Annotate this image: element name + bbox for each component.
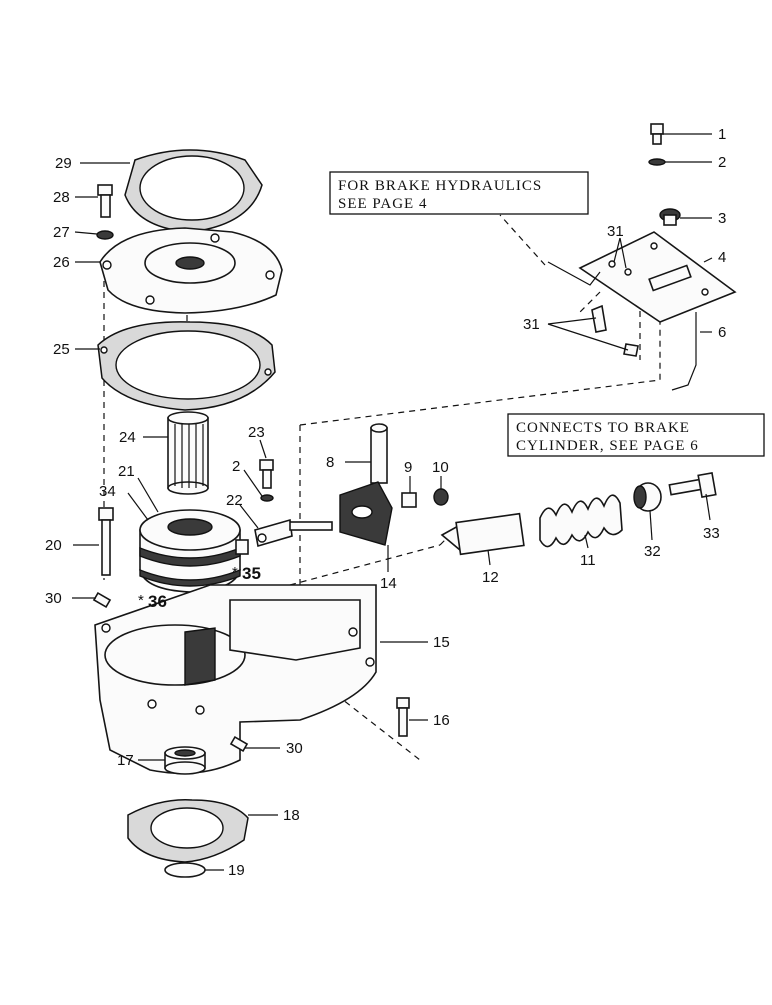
part-31-brackets	[591, 304, 639, 357]
callout-25: 25	[53, 341, 70, 358]
note-brake-cylinder: CONNECTS TO BRAKE CYLINDER, SEE PAGE 6	[507, 413, 765, 457]
callout-29: 29	[55, 155, 72, 172]
part-2-washer-b	[260, 494, 274, 502]
callout-2b: 2	[232, 458, 240, 475]
callout-4: 4	[718, 249, 726, 266]
callout-8: 8	[326, 454, 334, 471]
part-14-lever	[339, 481, 393, 546]
callout-32: 32	[644, 543, 661, 560]
callout-19: 19	[228, 862, 245, 879]
note-cylinder-line2: CYLINDER, SEE PAGE 6	[516, 438, 699, 454]
part-17-bearing	[164, 746, 206, 775]
part-29-gasket	[124, 149, 263, 233]
callout-18: 18	[283, 807, 300, 824]
callout-28: 28	[53, 189, 70, 206]
leader-lines	[72, 133, 713, 871]
callout-36: 36	[148, 592, 167, 611]
part-8-pin	[370, 423, 388, 484]
callout-23: 23	[248, 424, 265, 441]
callout-11: 11	[580, 552, 596, 569]
part-30-screw-upper	[92, 591, 112, 609]
note-brake-hydraulics: FOR BRAKE HYDRAULICS SEE PAGE 4	[329, 171, 589, 215]
callout-3: 3	[718, 210, 726, 227]
callout-30-upper: 30	[45, 590, 62, 607]
part-24-splined-hub	[167, 411, 209, 495]
callout-35: 35	[242, 564, 261, 583]
part-9-bushing	[401, 492, 417, 508]
part-3-cap	[659, 208, 681, 226]
callout-20: 20	[45, 537, 62, 554]
part-6-brake-line	[547, 261, 697, 391]
callout-9: 9	[404, 459, 412, 476]
callout-34: 34	[99, 483, 116, 500]
callout-17: 17	[117, 752, 134, 769]
callout-asterisk-36: *	[138, 592, 144, 609]
part-18-gasket	[127, 799, 249, 863]
callout-labels: 1 2 3 4 6 31 31 29 28 27 26 25 24 23 2 2…	[45, 126, 726, 879]
note-hydraulics-line2: SEE PAGE 4	[338, 196, 427, 212]
part-27-washer	[96, 230, 114, 240]
callout-26: 26	[53, 254, 70, 271]
callout-30-lower: 30	[286, 740, 303, 757]
callout-12: 12	[482, 569, 499, 586]
callout-1: 1	[718, 126, 726, 143]
callout-14: 14	[380, 575, 397, 592]
part-15-housing	[94, 584, 377, 775]
part-25-gasket	[97, 321, 276, 411]
part-28-bolt	[97, 184, 113, 218]
callout-15: 15	[433, 634, 450, 651]
callout-2: 2	[718, 154, 726, 171]
callout-21: 21	[118, 463, 135, 480]
callout-24: 24	[119, 429, 136, 446]
part-4-valve-plate	[578, 231, 737, 323]
part-1-bolt	[650, 123, 664, 145]
part-22-link-rod	[254, 518, 333, 548]
callout-asterisk-35: *	[232, 564, 238, 581]
callout-16: 16	[433, 712, 450, 729]
part-10-nut	[433, 488, 449, 506]
part-33-bolt	[668, 472, 717, 498]
callout-6: 6	[718, 324, 726, 341]
part-26-cover-plate	[99, 227, 283, 314]
part-16-stud	[396, 697, 410, 737]
callout-27: 27	[53, 224, 70, 241]
part-2-washer	[648, 158, 666, 166]
part-11-spring	[539, 494, 623, 548]
part-21-brake-assembly	[139, 509, 249, 593]
note-hydraulics-line1: FOR BRAKE HYDRAULICS	[338, 178, 542, 194]
callout-31-top: 31	[607, 223, 624, 240]
part-32-sleeve	[633, 482, 662, 512]
part-20-bolt	[98, 507, 114, 576]
callout-10: 10	[432, 459, 449, 476]
part-19-snap-ring	[164, 862, 206, 878]
part-23-bolt	[259, 459, 274, 489]
callout-33: 33	[703, 525, 720, 542]
callout-22: 22	[226, 492, 243, 509]
callout-31-bottom: 31	[523, 316, 540, 333]
note-cylinder-line1: CONNECTS TO BRAKE	[516, 420, 690, 436]
part-12-plunger	[440, 512, 525, 556]
